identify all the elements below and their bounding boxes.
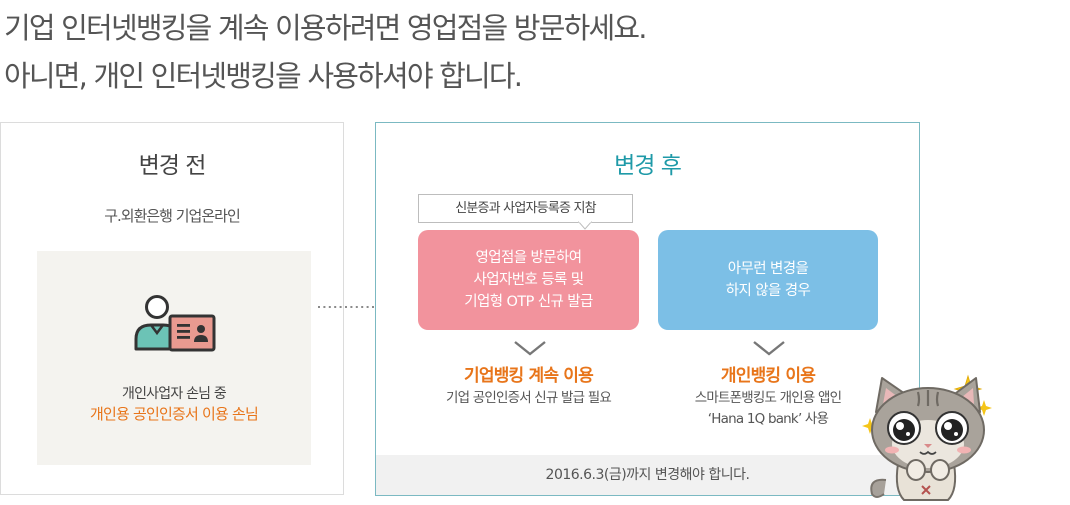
chevron-down-icon [514, 341, 546, 356]
customer-card: 개인사업자 손님 중 개인용 공인인증서 이용 손님 [37, 251, 311, 465]
biz-banking-result-desc: 기업 공인인증서 신규 발급 필요 [445, 390, 612, 406]
visit-branch-option-box: 영업점을 방문하여 사업자번호 등록 및 기업형 OTP 신규 발급 [418, 230, 639, 330]
personal-option-line-1: 아무런 변경을 [727, 261, 809, 277]
no-change-option-box: 아무런 변경을 하지 않을 경우 [658, 230, 878, 330]
required-documents-tag: 신분증과 사업자등록증 지참 [418, 194, 633, 223]
headline-line-2: 아니면, 개인 인터넷뱅킹을 사용하셔야 합니다. [4, 59, 523, 93]
personal-banking-result-desc-1: 스마트폰뱅킹도 개인용 앱인 [694, 390, 842, 406]
page-headline: 기업 인터넷뱅킹을 계속 이용하려면 영업점을 방문하세요. 아니면, 개인 인… [4, 4, 647, 100]
chevron-down-icon [753, 341, 785, 356]
personal-banking-result-desc-2: ‘Hana 1Q bank’ 사용 [707, 411, 829, 427]
business-person-icon [134, 295, 216, 352]
after-title: 변경 후 [614, 153, 682, 179]
before-change-panel: 변경 전 구.외환은행 기업온라인 개인사업자 손님 중 개인용 공인인증서 이… [0, 122, 344, 495]
personal-option-line-2: 하지 않을 경우 [725, 283, 811, 299]
tag-pointer-icon [578, 221, 592, 230]
deadline-notice: 2016.6.3(금)까지 변경해야 합니다. [376, 455, 919, 495]
after-change-panel: 변경 후 신분증과 사업자등록증 지참 영업점을 방문하여 사업자번호 등록 및… [375, 122, 920, 496]
personal-banking-result-title: 개인뱅킹 이용 [720, 366, 816, 386]
biz-banking-result-title: 기업뱅킹 계속 이용 [464, 366, 594, 386]
cat-mascot-icon [862, 374, 992, 501]
biz-option-line-2: 사업자번호 등록 및 [473, 272, 585, 288]
before-subtitle: 구.외환은행 기업온라인 [104, 207, 241, 225]
biz-option-line-1: 영업점을 방문하여 [475, 250, 583, 266]
customer-target-label: 개인용 공인인증서 이용 손님 [90, 405, 259, 423]
headline-line-1: 기업 인터넷뱅킹을 계속 이용하려면 영업점을 방문하세요. [4, 11, 647, 45]
biz-option-line-3: 기업형 OTP 신규 발급 [464, 294, 593, 310]
customer-type-label: 개인사업자 손님 중 [122, 386, 227, 402]
before-title: 변경 전 [138, 153, 207, 179]
